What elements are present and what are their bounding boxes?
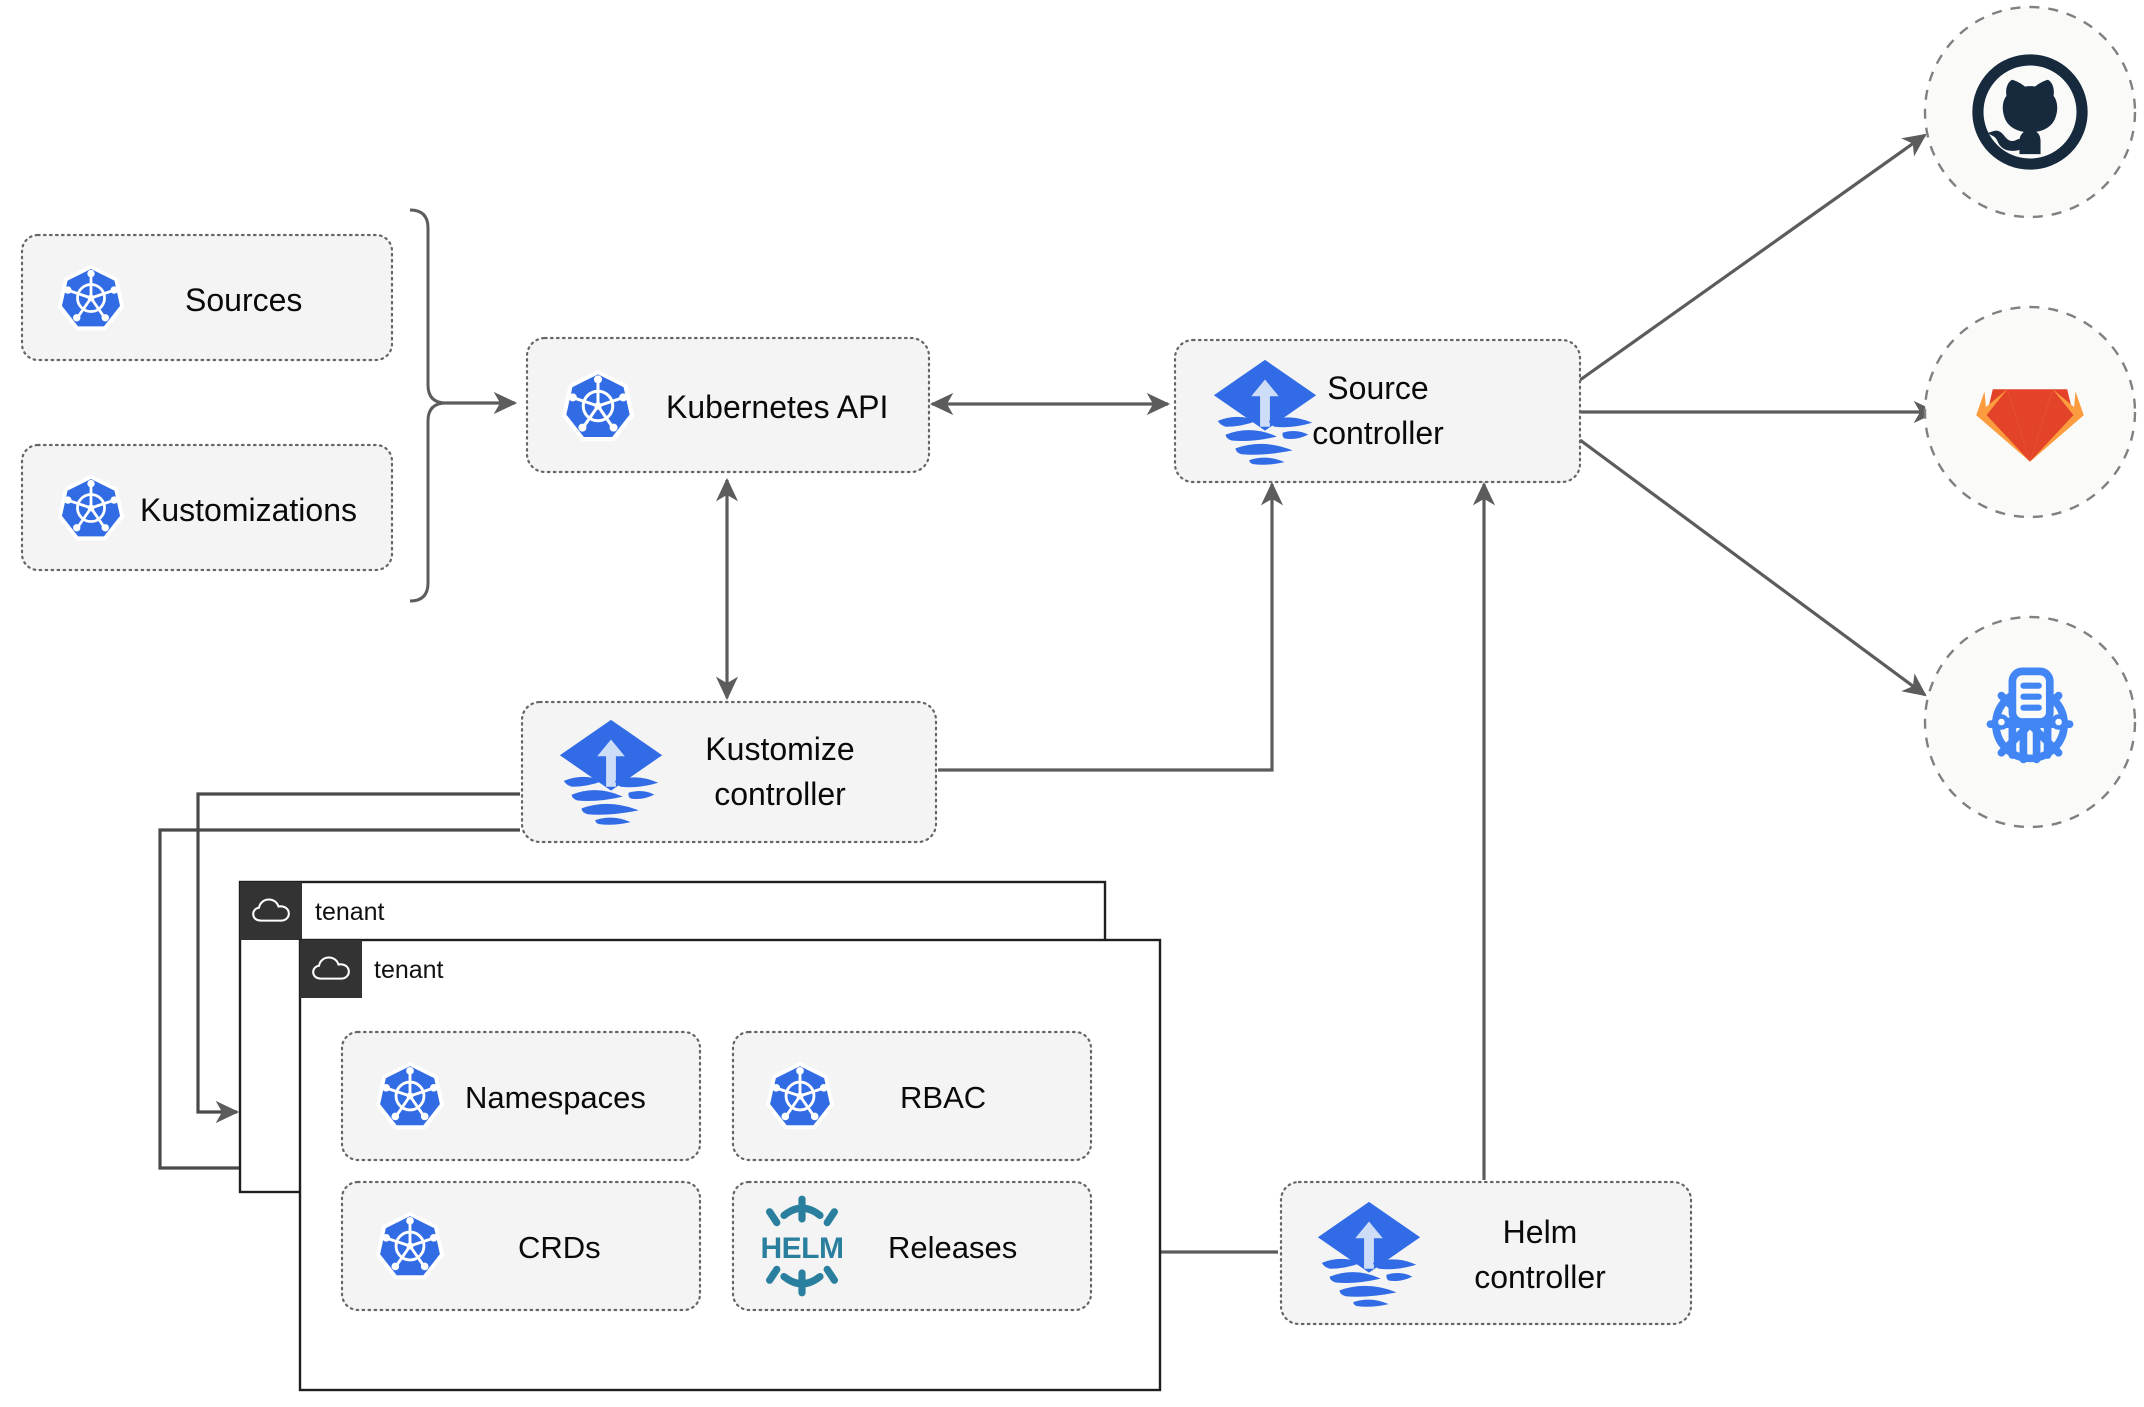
node-helm-controller-label-line2: controller: [1474, 1259, 1606, 1295]
connector-layer: [158, 133, 1938, 1264]
panel-tenant-front-label: tenant: [374, 956, 444, 984]
node-kubernetes-api-label: Kubernetes API: [666, 389, 888, 425]
panel-tenant-front[interactable]: tenant: [298, 938, 1162, 1392]
kubernetes-icon: [378, 1064, 442, 1127]
kubernetes-icon: [564, 372, 632, 439]
node-releases-label: Releases: [888, 1230, 1017, 1265]
edge-resources-brace: [409, 208, 447, 603]
helm-icon-wordmark: HELM: [761, 1232, 844, 1265]
node-kubernetes-api[interactable]: Kubernetes API: [525, 336, 931, 474]
node-kustomize-controller[interactable]: Kustomize controller: [520, 700, 938, 844]
node-source-controller[interactable]: Source controller: [1173, 338, 1582, 484]
kubernetes-icon: [58, 475, 124, 541]
node-crds-label: CRDs: [518, 1230, 601, 1265]
node-harbor[interactable]: [1923, 615, 2137, 829]
node-github[interactable]: [1923, 5, 2137, 219]
node-helm-controller-label-line1: Helm: [1503, 1214, 1578, 1250]
kubernetes-icon: [768, 1064, 832, 1127]
node-source-controller-label-line2: controller: [1312, 415, 1444, 451]
kubernetes-icon: [378, 1214, 442, 1277]
edge-source-controller-github: [1579, 133, 1927, 382]
edge-kustomize-controller-tenant-back: [196, 792, 520, 1124]
node-source-controller-label-line1: Source: [1327, 370, 1428, 406]
edge-kustomize-controller-source-controller: [938, 481, 1284, 772]
node-kustomize-controller-label-line1: Kustomize: [705, 731, 854, 767]
node-namespaces[interactable]: Namespaces: [340, 1030, 702, 1162]
helm-icon: HELM: [761, 1199, 844, 1293]
node-rbac-label: RBAC: [900, 1080, 986, 1115]
node-gitlab[interactable]: [1923, 305, 2137, 519]
edge-source-controller-harbor: [1579, 438, 1927, 697]
node-crds[interactable]: CRDs: [340, 1180, 702, 1312]
node-kustomizations[interactable]: Kustomizations: [20, 443, 394, 572]
panel-tenant-back-label: tenant: [315, 898, 385, 926]
edge-kustomize-controller-tenant-front: [158, 828, 520, 1180]
node-kustomize-controller-label-line2: controller: [714, 776, 846, 812]
node-releases[interactable]: HELM Releases: [731, 1180, 1093, 1312]
node-kustomizations-label: Kustomizations: [140, 492, 357, 528]
kubernetes-icon: [58, 265, 124, 331]
node-sources[interactable]: Sources: [20, 233, 394, 362]
node-helm-controller[interactable]: Helm controller: [1279, 1180, 1693, 1326]
node-namespaces-label: Namespaces: [465, 1080, 646, 1115]
node-sources-label: Sources: [185, 282, 302, 318]
node-rbac[interactable]: RBAC: [731, 1030, 1093, 1162]
